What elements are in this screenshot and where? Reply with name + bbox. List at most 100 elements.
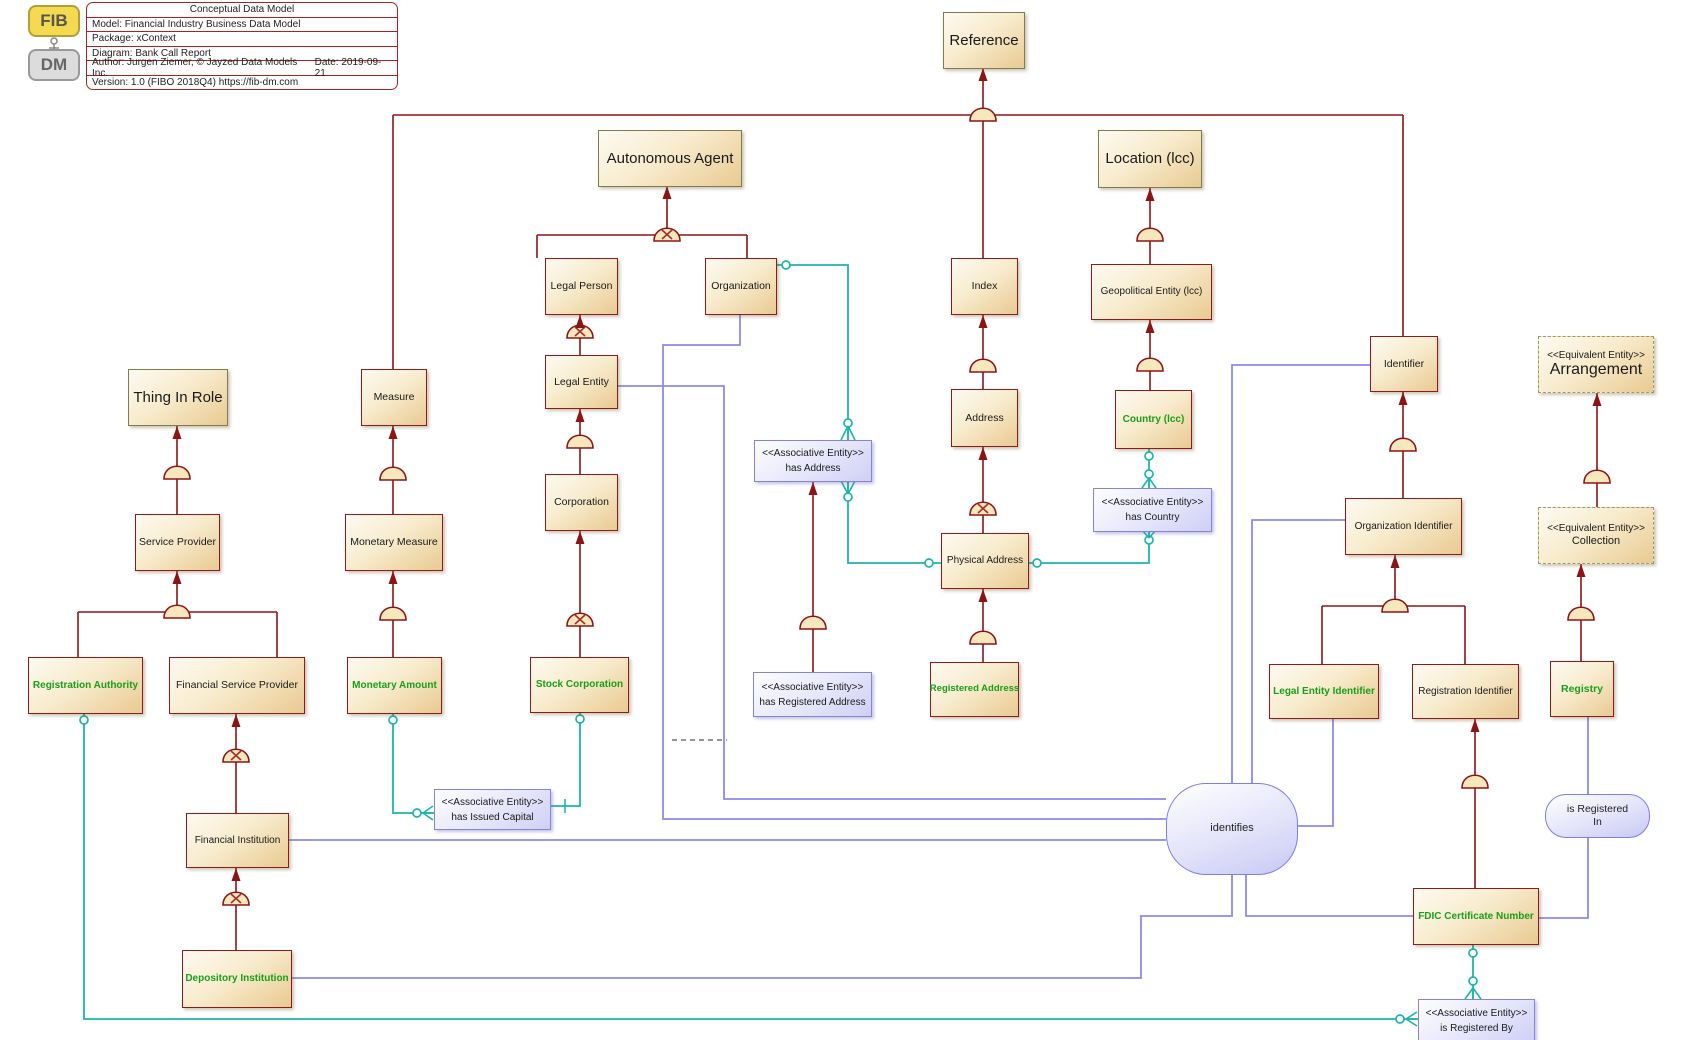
supertype-arrow bbox=[575, 531, 585, 544]
fib-dm-logo: FIB DM bbox=[28, 5, 80, 81]
subtype-dome bbox=[1389, 437, 1417, 452]
entity-organization-identifier[interactable]: Organization Identifier bbox=[1345, 498, 1462, 555]
subtype-dome bbox=[1136, 227, 1164, 242]
entity-depository-institution[interactable]: Depository Institution bbox=[182, 950, 292, 1008]
supertype-arrow bbox=[575, 409, 585, 422]
subtype-dome bbox=[969, 358, 997, 373]
entity-service-provider[interactable]: Service Provider bbox=[135, 514, 220, 571]
entity-has-country[interactable]: <<Associative Entity>> has Country bbox=[1093, 488, 1212, 532]
entity-monetary-measure[interactable]: Monetary Measure bbox=[345, 514, 443, 571]
entity-registry[interactable]: Registry bbox=[1550, 661, 1614, 717]
crows-foot bbox=[840, 480, 849, 495]
entity-is-registered-by[interactable]: <<Associative Entity>> is Registered By bbox=[1418, 999, 1535, 1040]
cardinality-circle bbox=[575, 714, 585, 724]
cardinality-circle bbox=[1144, 469, 1154, 479]
subtype-dome bbox=[163, 465, 191, 480]
entity-registration-authority[interactable]: Registration Authority bbox=[28, 657, 143, 714]
entity-has-registered-address[interactable]: <<Associative Entity>> has Registered Ad… bbox=[753, 672, 872, 717]
version: Version: 1.0 (FIBO 2018Q4) https://fib-d… bbox=[92, 76, 299, 88]
relationship-identifies[interactable]: identifies bbox=[1166, 783, 1298, 875]
supertype-arrow bbox=[978, 315, 988, 328]
entity-registered-address[interactable]: Registered Address bbox=[930, 662, 1019, 717]
entity-has-issued-capital[interactable]: <<Associative Entity>> has Issued Capita… bbox=[434, 789, 551, 830]
dome-x-mark bbox=[230, 893, 242, 904]
subtype-dome bbox=[379, 606, 407, 621]
entity-registration-identifier[interactable]: Registration Identifier bbox=[1412, 664, 1519, 719]
supertype-arrow bbox=[1576, 564, 1586, 577]
subtype-dome bbox=[1381, 598, 1409, 613]
subtype-dome bbox=[1461, 774, 1489, 789]
cardinality-circle bbox=[388, 715, 398, 725]
entity-corporation[interactable]: Corporation bbox=[545, 474, 618, 531]
diagram-name: Diagram: Bank Call Report bbox=[87, 47, 397, 61]
entity-fdic-certificate-number[interactable]: FDIC Certificate Number bbox=[1413, 888, 1539, 945]
entity-address[interactable]: Address bbox=[951, 389, 1018, 447]
entity-organization[interactable]: Organization bbox=[705, 258, 777, 315]
entity-location-lcc[interactable]: Location (lcc) bbox=[1098, 130, 1202, 188]
entity-index[interactable]: Index bbox=[951, 258, 1018, 315]
subtype-dome bbox=[379, 466, 407, 481]
crows-foot bbox=[1141, 477, 1150, 489]
supertype-arrow bbox=[1398, 392, 1408, 405]
entity-financial-service-provider[interactable]: Financial Service Provider bbox=[169, 657, 305, 714]
entity-identifier[interactable]: Identifier bbox=[1370, 336, 1438, 392]
relationship-lines bbox=[287, 313, 1589, 979]
subtype-dome bbox=[1583, 469, 1611, 484]
entity-thing-in-role[interactable]: Thing In Role bbox=[128, 369, 228, 426]
supertype-arrow bbox=[231, 714, 241, 727]
crows-foot bbox=[1464, 987, 1474, 1000]
crows-foot bbox=[847, 480, 856, 495]
supertype-arrow bbox=[1470, 719, 1480, 732]
crows-foot bbox=[422, 812, 434, 821]
relationship-is-registered-in[interactable]: is Registered In bbox=[1545, 794, 1650, 838]
entity-financial-institution[interactable]: Financial Institution bbox=[186, 813, 289, 868]
cardinality-circle bbox=[781, 260, 791, 270]
supertype-arrow bbox=[575, 315, 585, 328]
supertype-arrow bbox=[172, 571, 182, 584]
cardinality-circle bbox=[79, 715, 89, 725]
author: Author: Jurgen Ziemer, © Jayzed Data Mod… bbox=[92, 56, 298, 79]
entity-geopolitical-entity[interactable]: Geopolitical Entity (lcc) bbox=[1091, 264, 1212, 320]
logo-fib: FIB bbox=[28, 5, 80, 37]
dome-x-mark bbox=[574, 614, 586, 625]
entity-arrangement[interactable]: <<Equivalent Entity>> Arrangement bbox=[1538, 336, 1654, 393]
dome-x-mark bbox=[661, 229, 673, 240]
cardinality-circle bbox=[1395, 1014, 1405, 1024]
entity-legal-entity[interactable]: Legal Entity bbox=[545, 355, 618, 409]
supertype-arrow bbox=[662, 186, 672, 199]
cardinality-circle bbox=[1468, 948, 1478, 958]
title-block: Conceptual Data Model Model: Financial I… bbox=[86, 2, 398, 90]
supertype-arrow bbox=[1145, 188, 1155, 201]
entity-reference[interactable]: Reference bbox=[943, 12, 1025, 69]
entity-monetary-amount[interactable]: Monetary Amount bbox=[347, 657, 442, 714]
entity-has-address[interactable]: <<Associative Entity>> has Address bbox=[754, 440, 872, 482]
entity-legal-entity-identifier[interactable]: Legal Entity Identifier bbox=[1269, 664, 1379, 719]
entity-measure[interactable]: Measure bbox=[361, 369, 427, 426]
cardinality-circle bbox=[1032, 558, 1042, 568]
supertype-arrow bbox=[978, 447, 988, 460]
entity-legal-person[interactable]: Legal Person bbox=[545, 258, 618, 315]
supertype-arrow bbox=[808, 482, 818, 495]
cardinality-circle bbox=[1468, 976, 1478, 986]
entity-collection[interactable]: <<Equivalent Entity>> Collection bbox=[1538, 507, 1654, 564]
crows-foot bbox=[840, 425, 849, 441]
supertype-arrow bbox=[172, 426, 182, 439]
supertype-arrow bbox=[1390, 555, 1400, 568]
date: Date: 2019-09-21 bbox=[314, 56, 382, 79]
cardinality-circle bbox=[412, 808, 422, 818]
supertype-arrow bbox=[388, 571, 398, 584]
entity-autonomous-agent[interactable]: Autonomous Agent bbox=[598, 130, 742, 187]
author-date-row: Author: Jurgen Ziemer, © Jayzed Data Mod… bbox=[87, 57, 397, 79]
entity-country-lcc[interactable]: Country (lcc) bbox=[1115, 390, 1192, 449]
subtype-dome bbox=[969, 630, 997, 645]
subtype-dome bbox=[1136, 357, 1164, 372]
entity-physical-address[interactable]: Physical Address bbox=[941, 533, 1029, 589]
entity-stock-corporation[interactable]: Stock Corporation bbox=[530, 657, 629, 713]
crows-foot bbox=[847, 425, 856, 441]
crows-foot bbox=[422, 805, 434, 814]
dome-x-mark bbox=[574, 326, 586, 337]
supertype-arrow bbox=[1145, 320, 1155, 333]
logo-connector-icon bbox=[49, 36, 59, 50]
cardinality-circle bbox=[843, 418, 853, 428]
